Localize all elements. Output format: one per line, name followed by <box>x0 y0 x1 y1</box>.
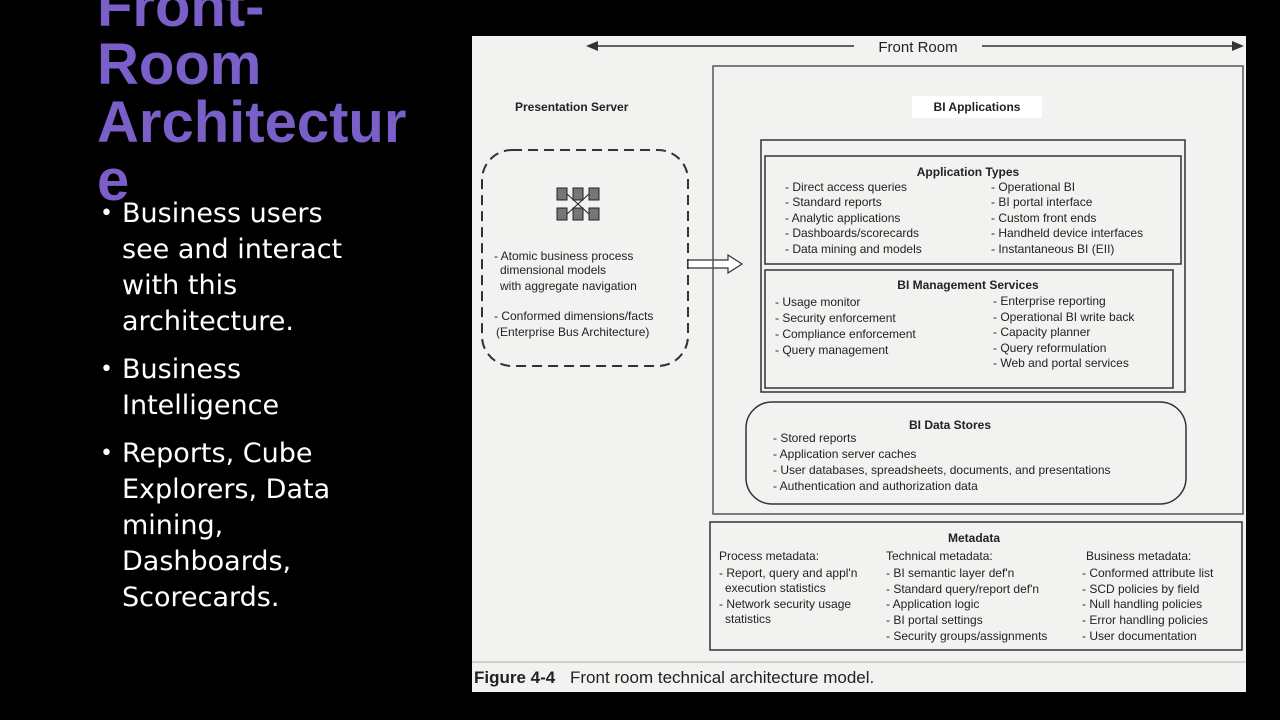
application-types-right: - Operational BI - BI portal interface -… <box>991 180 1146 256</box>
front-room-label: Front Room <box>878 39 957 56</box>
bullet-item: Business Intelligence <box>100 352 370 424</box>
metadata-title: Metadata <box>948 531 1000 545</box>
presentation-server-text-1: - Atomic business process dimensional mo… <box>494 249 637 293</box>
bullet-item: Business users see and interact with thi… <box>100 196 370 340</box>
bi-management-left: - Usage monitor - Security enforcement -… <box>775 295 919 357</box>
bi-data-stores-items: - Stored reports - Application server ca… <box>773 431 1114 493</box>
flow-arrow <box>687 253 744 275</box>
figure-caption-text: Front room technical architecture model. <box>570 668 874 687</box>
title-line: Architectur <box>97 90 407 155</box>
bi-management-box <box>764 269 1174 389</box>
bullet-list: Business users see and interact with thi… <box>100 196 370 628</box>
bullet-item: Reports, Cube Explorers, Data mining, Da… <box>100 436 370 616</box>
presentation-server-text-2: - Conformed dimensions/facts (Enterprise… <box>494 309 657 339</box>
metadata-business: Business metadata: - Conformed attribute… <box>1082 549 1217 643</box>
front-room-arrow: Front Room <box>586 39 1244 56</box>
bi-data-stores-box <box>745 401 1187 505</box>
application-types-title: Application Types <box>917 165 1020 179</box>
bi-data-stores-title: BI Data Stores <box>909 418 991 432</box>
presentation-server-title: Presentation Server <box>515 100 629 114</box>
presentation-server-box <box>481 149 689 367</box>
architecture-figure: Front Room Presentation Server - Atomic … <box>472 36 1246 692</box>
cube-icon <box>556 187 600 221</box>
bi-applications-label: BI Applications <box>934 100 1021 114</box>
slide-title: Front- Room Architectur e <box>97 0 457 210</box>
figure-caption-label: Figure 4-4 <box>474 668 556 687</box>
bi-management-title: BI Management Services <box>897 278 1039 292</box>
title-line: Room <box>97 32 262 97</box>
application-types-left: - Direct access queries - Standard repor… <box>785 180 922 256</box>
metadata-technical: Technical metadata: - BI semantic layer … <box>886 549 1047 643</box>
metadata-process: Process metadata: - Report, query and ap… <box>719 549 861 626</box>
application-group-box <box>760 139 1186 393</box>
application-types-box <box>764 155 1182 265</box>
title-line: Front- <box>97 0 265 39</box>
bi-applications-box <box>712 65 1244 515</box>
metadata-box <box>709 521 1243 651</box>
bi-management-right: - Enterprise reporting - Operational BI … <box>993 294 1138 370</box>
architecture-diagram: Front Room Presentation Server - Atomic … <box>472 39 1246 687</box>
